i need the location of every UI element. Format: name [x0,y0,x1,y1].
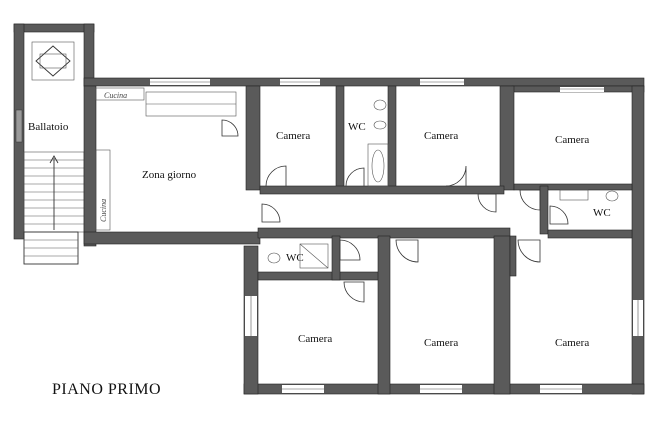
kitchen-counter [95,87,237,231]
room-camera-4: Camera [298,333,332,345]
toilet [605,190,619,202]
bidet [373,120,387,130]
table-icon [35,45,71,77]
bathtub [367,143,389,187]
room-camera-1: Camera [276,130,310,142]
plan-title: PIANO PRIMO [52,381,161,398]
annotation-cucina-side: Cucina [99,199,108,222]
interior-walls [245,85,633,395]
toilet [267,252,281,264]
entrance-steps [23,231,79,265]
room-camera-6: Camera [555,337,589,349]
room-wc-1: WC [348,121,366,133]
room-wc-2: WC [286,252,304,264]
room-camera-5: Camera [424,337,458,349]
doors [221,119,569,303]
annotation-cucina-top: Cucina [104,91,127,100]
room-zona-giorno: Zona giorno [142,169,197,181]
room-wc-3: WC [593,207,611,219]
windows [150,79,643,393]
room-camera-3: Camera [555,134,589,146]
room-ballatoio: Ballatoio [28,121,69,133]
staircase [23,151,85,233]
shower [299,243,329,269]
room-camera-2: Camera [424,130,458,142]
sink [559,189,589,201]
toilet [373,99,387,111]
bathroom-fixtures [267,99,619,269]
stair-tower [13,23,95,265]
